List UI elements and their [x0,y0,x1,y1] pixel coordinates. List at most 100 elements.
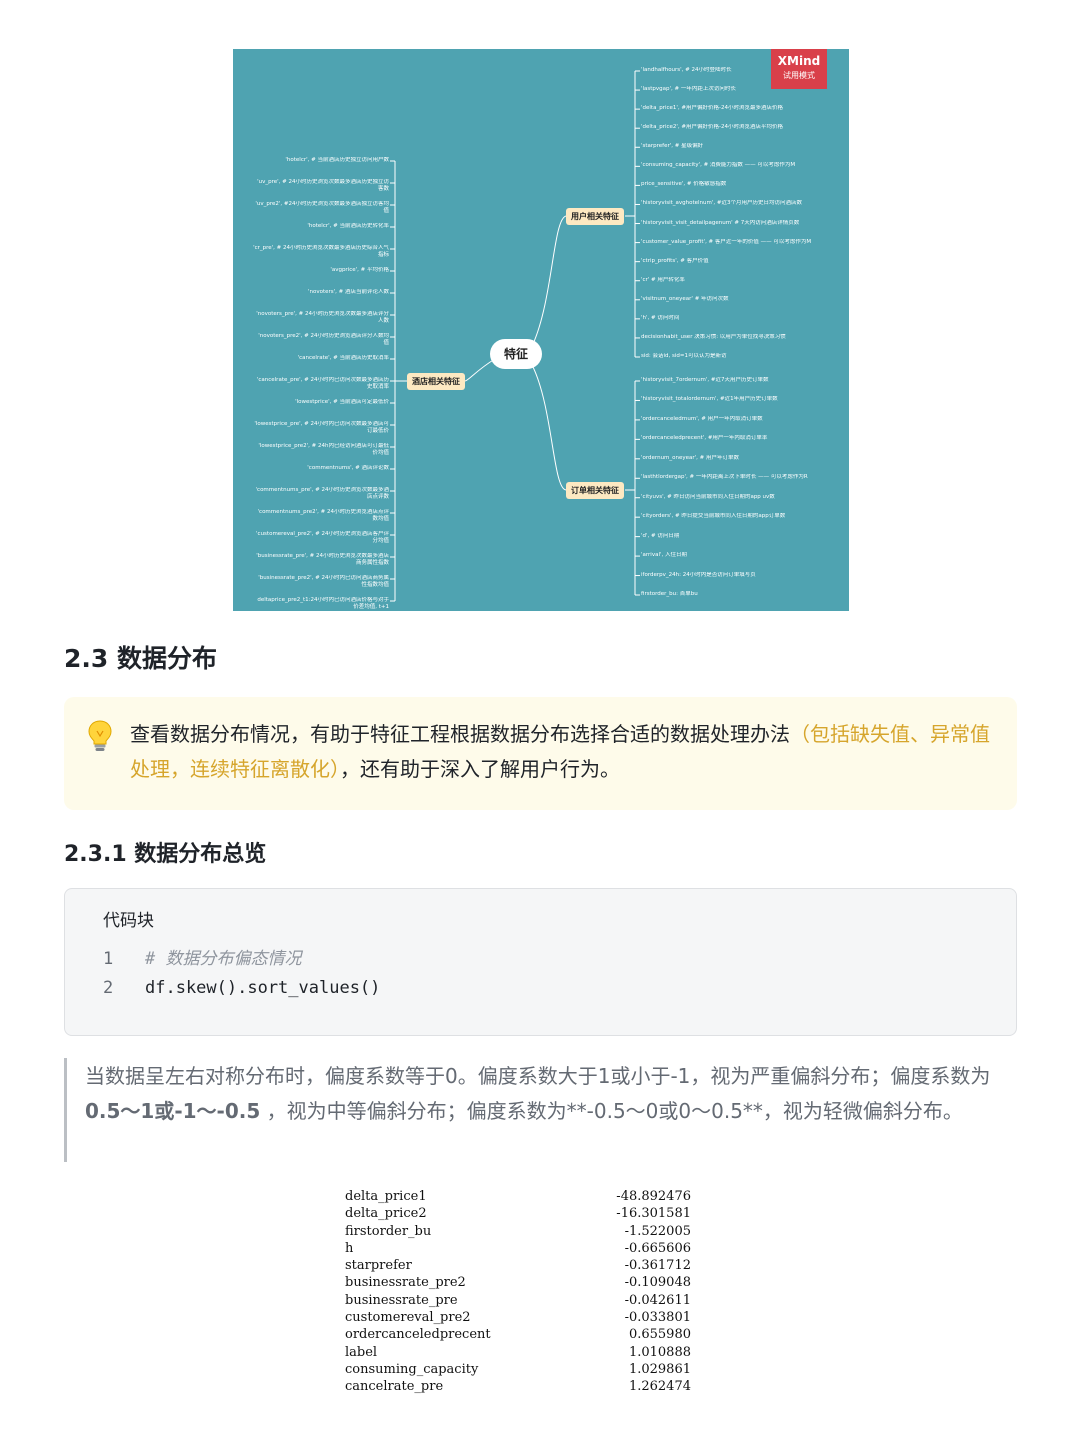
mindmap-connector [464,358,496,382]
mindmap-leaf-hotel: 'uv_pre2', #24小时历史浏览次数最多酒店独立访客均值 [255,201,389,214]
subsection-heading: 2.3.1 数据分布总览 [64,842,267,867]
mindmap-leaf-order: 'ordercanceledrnum', # 用户一年内取消订单数 [641,415,763,422]
mindmap-leaf-order: 'lasthtlordergap', # 一年内距离上次下单时长 —— 可以考虑… [641,474,808,481]
callout-highlight: （包括缺失值、异常值处理，连续特征离散化） [130,722,990,781]
mindmap-leaf-order: 'ordercanceledprecent', #用户一年内取消订单率 [641,435,768,442]
mindmap-leaf-order: 'arrival', 入住日期 [641,552,687,559]
mindmap-leaf-hotel: 'cancelrate_pre', # 24小时内已访问次数最多酒店历史取消率 [256,377,389,390]
skew-value: -0.665606 [624,1240,691,1256]
callout-text-a: 查看数据分布情况，有助于特征工程根据数据分布选择合适的数据处理办法 [130,722,790,746]
quote-text: 当数据呈左右对称分布时，偏度系数等于0。偏度系数大于1或小于-1，视为严重偏斜分… [85,1059,1005,1129]
callout-text: 查看数据分布情况，有助于特征工程根据数据分布选择合适的数据处理办法（包括缺失值、… [130,717,990,787]
quote-bold: 0.5～1或-1～-0.5 [85,1099,261,1123]
quote-part-2: ，视为中等偏斜分布；偏度系数为**-0.5～0或0～0.5**，视为轻微偏斜分布… [260,1099,963,1123]
xmind-badge-brand: XMind [777,54,821,68]
mindmap-leaf-hotel: 'lowestprice_pre2', # 24h内已经访问酒店可订最低价均值 [258,443,389,456]
skew-value: -48.892476 [616,1189,691,1204]
mindmap-leaf-user: sid: 会话id, sid=1可以认为是新访 [641,353,727,359]
skew-row: delta_price1 -48.892476 [345,1188,695,1205]
mindmap-leaf-order: iforderpv_24h: 24小时内是否访问订单填写页 [641,571,756,578]
xmind-trial-badge: XMind 试用模式 [771,49,827,89]
tip-callout: 查看数据分布情况，有助于特征工程根据数据分布选择合适的数据处理办法（包括缺失值、… [64,697,1017,810]
mindmap-leaf-hotel: 'novoters_pre', # 24小时历史浏览次数最多酒店评分人数 [256,311,389,324]
mindmap-leaf-user: 'delta_price1', #用户偏好价格-24小时浏览最多酒店价格 [641,105,783,112]
mindmap-branch-user: 用户相关特征 [566,208,624,225]
mindmap-leaf-hotel: 'lowestprice_pre', # 24小时内已访问次数最多酒店可订最低价 [254,421,389,434]
mindmap-leaf-order: firstorder_bu: 首单bu [641,591,698,597]
callout-text-b: ，还有助于深入了解用户行为。 [340,757,620,781]
skew-row: starprefer-0.361712 [345,1257,695,1274]
skew-value: -0.033801 [624,1310,691,1326]
skew-row: cancelrate_pre 1.262474 [345,1378,695,1395]
skew-feature-name: cancelrate_pre [345,1379,444,1395]
skew-row: ordercanceledprecent 0.655980 [345,1326,695,1343]
mindmap-leaf-user: 'starprefer', # 星级偏好 [641,143,704,150]
skew-feature-name: label [345,1344,378,1360]
mindmap-leaf-order: 'd', # 访问日期 [641,532,680,539]
mindmap-leaf-order: 'cityuvs', # 昨日访问当前城市同入住日期的app uv数 [641,493,775,500]
skew-feature-name: delta_price1 [345,1189,427,1204]
mindmap-leaf-hotel: 'cr_pre', # 24小时历史浏览次数最多酒店历史综合人气指标 [253,245,389,258]
quote-part-1: 当数据呈左右对称分布时，偏度系数等于0。偏度系数大于1或小于-1，视为严重偏斜分… [85,1064,991,1088]
skew-row: firstorder_bu-1.522005 [345,1223,695,1240]
skew-feature-name: h [345,1240,354,1256]
skew-row: delta_price2 -16.301581 [345,1205,695,1222]
mindmap-leaf-user: 'ctrip_profits', # 客户价值 [641,257,709,264]
line-number: 2 [103,978,114,998]
mindmap-leaf-user: 'consuming_capacity', # 消费能力指数 —— 可以考虑作为… [641,162,796,169]
mindmap-leaf-user: 'cr' # 用户转化率 [641,276,685,283]
code-line-1: 1 # 数据分布偏态情况 [103,945,301,973]
skew-feature-name: customereval_pre2 [345,1310,471,1326]
skew-feature-name: consuming_capacity [345,1361,479,1377]
skew-feature-name: businessrate_pre [345,1292,458,1308]
skew-value: 1.029861 [628,1361,691,1377]
mindmap-center-node: 特征 [490,339,542,369]
skew-feature-name: ordercanceledprecent [345,1327,491,1343]
mindmap-leaf-hotel: 'hotelcr', # 当前酒店历史转化率 [307,223,389,229]
mindmap-branch-hotel: 酒店相关特征 [407,373,465,390]
skew-value: -0.042611 [624,1292,691,1308]
mindmap-leaf-user: decisionhabit_user 决策习惯: 以用户为单位找寻决策习惯 [641,333,786,340]
skew-value: -0.361712 [624,1258,691,1274]
mindmap-leaf-user: price_sensitive', # 价格敏感指数 [641,181,727,188]
code-block[interactable]: 代码块 1 # 数据分布偏态情况 2 df.skew().sort_values() [64,888,1017,1036]
mindmap-leaf-hotel: 'cancelrate', # 当前酒店历史取消率 [297,355,389,361]
mindmap-leaf-user: 'delta_price2', #用户偏好价格-24小时浏览酒店平均价格 [641,124,783,131]
line-number: 1 [103,949,114,969]
skew-value: 1.010888 [628,1344,691,1360]
skew-value: 1.262474 [628,1379,691,1395]
skew-row: consuming_capacity 1.029861 [345,1361,695,1378]
skew-value: -16.301581 [616,1206,691,1222]
skew-row: h -0.665606 [345,1240,695,1257]
mindmap-leaf-order: 'ordernum_oneyear', # 用户年订单数 [641,454,740,461]
skew-row: customereval_pre2 -0.033801 [345,1309,695,1326]
code-comment: # 数据分布偏态情况 [145,949,302,969]
lightbulb-icon [88,720,112,751]
skew-row: businessrate_pre2 -0.109048 [345,1274,695,1291]
mindmap-leaf-hotel: 'customereval_pre2', # 24小时历史浏览酒店客户评分均值 [256,531,389,544]
mindmap-leaf-user: 'customer_value_profit', # 客户近一年的价值 —— 可… [641,238,812,245]
mindmap-leaf-order: 'historyvisit_totalordernum', #近1年用户历史订单… [641,396,778,403]
mindmap-connectors [390,70,640,602]
skew-value: 0.655980 [628,1327,691,1343]
section-heading: 2.3 数据分布 [64,644,217,673]
mindmap-leaf-user: 'visitnum_oneyear' # 年访问次数 [641,295,729,302]
code-block-label: 代码块 [103,911,154,931]
code-statement: df.skew().sort_values() [145,978,381,998]
mindmap-leaf-hotel: 'commentnums_pre2', # 24小时历史浏览酒店点评数均值 [257,509,389,522]
mindmap-leaf-order: 'historyvisit_7ordernum', #近7天用户历史订单数 [641,377,769,383]
skew-value: -0.109048 [624,1275,691,1291]
mindmap-leaf-hotel: 'businessrate_pre2', # 24小时内已访问酒店商务属性指数均… [258,575,389,588]
mindmap-leaf-user: 'landhalfhours', # 24小时登陆时长 [641,67,732,73]
mindmap-branch-order: 订单相关特征 [566,482,624,499]
mindmap-leaf-hotel: 'hotelcr', # 当前酒店历史独立访问用户数 [285,157,389,163]
mindmap-connector [532,366,567,491]
skew-value: -1.522005 [624,1223,691,1239]
skew-feature-name: delta_price2 [345,1206,427,1222]
mindmap-leaf-user: 'h', # 访问时间 [641,314,680,321]
mindmap-leaf-order: 'cityorders', # 昨日提交当前城市同入住日期的app订单数 [641,513,786,520]
mindmap-leaf-user: 'historyvisit_avghotelnum', #近3个月用户历史日均访… [641,200,802,207]
skew-feature-name: businessrate_pre2 [345,1275,466,1291]
skew-explanation-quote: 当数据呈左右对称分布时，偏度系数等于0。偏度系数大于1或小于-1，视为严重偏斜分… [64,1058,1014,1162]
skew-row: businessrate_pre -0.042611 [345,1292,695,1309]
